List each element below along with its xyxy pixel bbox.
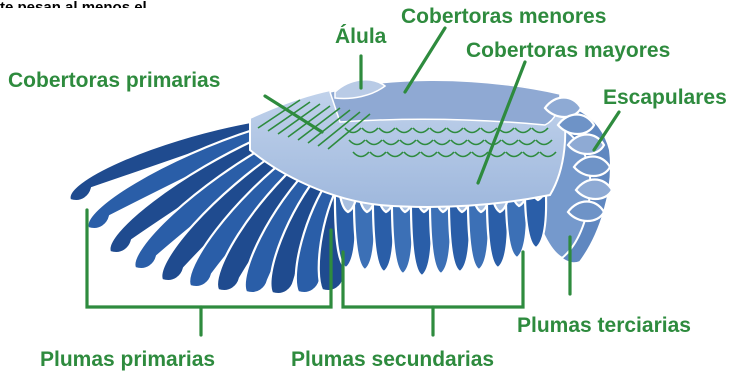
label-tertiaries: Plumas terciarias xyxy=(517,315,691,336)
label-secondaries: Plumas secundarias xyxy=(291,349,494,370)
label-primaries: Plumas primarias xyxy=(40,349,215,370)
label-alula: Álula xyxy=(335,26,386,47)
label-scapulars: Escapulares xyxy=(603,87,727,108)
label-lesser-coverts: Cobertoras menores xyxy=(401,6,606,27)
label-greater-coverts: Cobertoras mayores xyxy=(466,40,670,61)
label-primary-coverts: Cobertoras primarias xyxy=(8,70,220,91)
